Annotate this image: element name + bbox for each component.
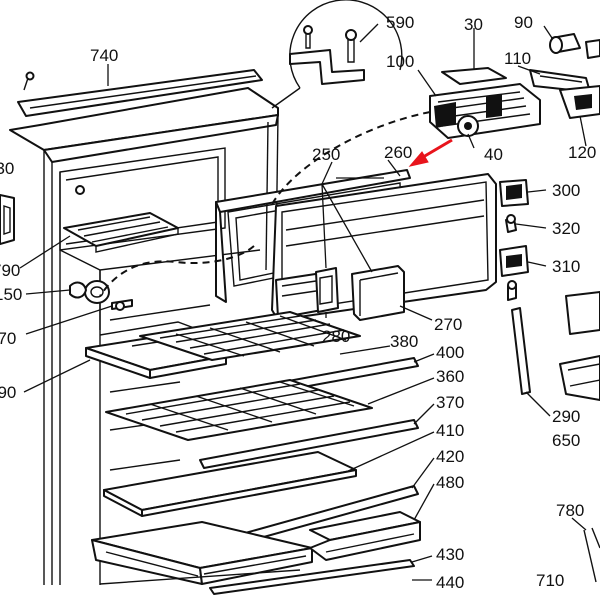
screw-near-740	[23, 71, 35, 91]
label-290: 290	[552, 407, 580, 426]
control-assembly	[429, 33, 600, 139]
label-190: 190	[0, 383, 16, 402]
label-100: 100	[386, 52, 414, 71]
leader-lines	[19, 23, 587, 581]
label-400: 400	[436, 343, 464, 362]
label-790: 790	[0, 261, 20, 280]
label-380: 380	[390, 332, 418, 351]
label-650: 650	[552, 431, 580, 450]
label-40: 40	[484, 145, 503, 164]
label-430: 430	[436, 545, 464, 564]
highlight-arrow	[408, 138, 453, 167]
hinge-parts	[499, 179, 531, 395]
label-480: 480	[436, 473, 464, 492]
label-710: 710	[536, 571, 564, 590]
label-280: 280	[322, 327, 350, 346]
freezer-tray-790	[63, 212, 179, 253]
label-170: 170	[0, 329, 16, 348]
top-cover-740	[17, 69, 263, 117]
lamp-170	[111, 299, 133, 311]
shelves	[85, 304, 421, 595]
label-780: 780	[556, 501, 584, 520]
label-440: 440	[436, 573, 464, 592]
freezer-door-assembly	[99, 111, 497, 321]
label-270: 270	[434, 315, 462, 334]
label-30: 30	[464, 15, 483, 34]
label-310: 310	[552, 257, 580, 276]
label-130: 130	[0, 159, 14, 178]
label-260: 260	[384, 143, 412, 162]
label-360: 360	[436, 367, 464, 386]
label-250: 250	[312, 145, 340, 164]
label-420: 420	[436, 447, 464, 466]
label-110: 110	[504, 49, 531, 68]
thermostat-knob-150	[69, 280, 110, 304]
refrigerator-cabinet	[9, 87, 279, 585]
detail-inset-590	[289, 0, 403, 89]
label-150: 150	[0, 285, 22, 304]
right-side-parts	[559, 291, 600, 583]
cabinet-screw	[75, 185, 85, 195]
label-590: 590	[386, 13, 414, 32]
label-740: 740	[90, 46, 118, 65]
label-320: 320	[552, 219, 580, 238]
side-bracket-130	[0, 194, 15, 245]
label-410: 410	[436, 421, 464, 440]
label-300: 300	[552, 181, 580, 200]
label-120: 120	[568, 143, 596, 162]
part-labels: 590 30 90 740 100 110 130 250 260 40 120…	[0, 13, 596, 592]
label-90: 90	[514, 13, 533, 32]
label-370: 370	[436, 393, 464, 412]
